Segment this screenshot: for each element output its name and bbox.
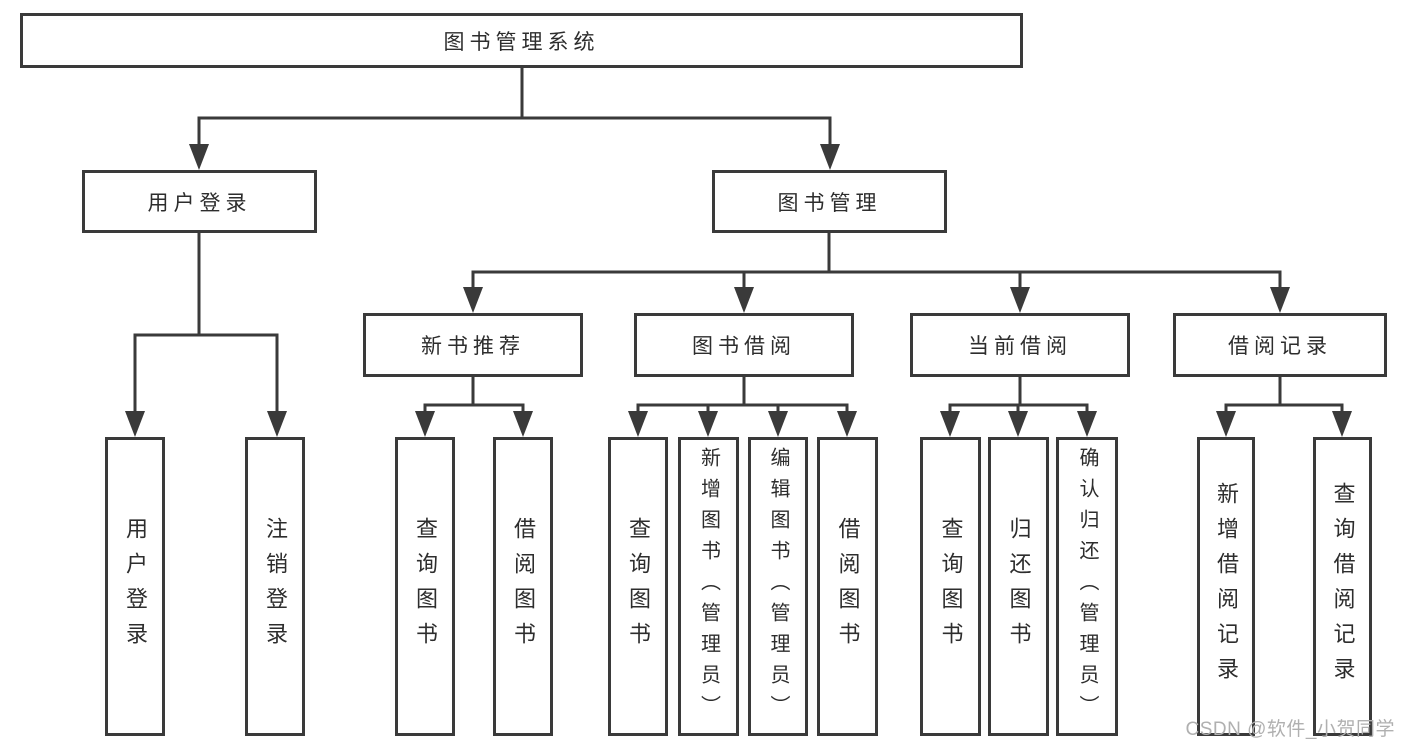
arrowhead-icon <box>1270 287 1290 313</box>
node-user-login-label: 用户登录 <box>147 191 252 215</box>
node-leaf-add-borrow-record: 新增借阅记录 <box>1197 437 1255 736</box>
arrowhead-icon <box>463 287 483 313</box>
node-leaf-user-login: 用户登录 <box>105 437 165 736</box>
node-leaf-return-book-label: 归还图书 <box>1006 516 1032 657</box>
node-book-borrow: 图书借阅 <box>634 313 854 377</box>
arrowhead-icon <box>1010 287 1030 313</box>
node-new-book-recommend-label: 新书推荐 <box>421 335 525 358</box>
node-leaf-query-book-borrow-label: 查询图书 <box>626 516 651 657</box>
arrowhead-icon <box>1008 411 1028 437</box>
arrowhead-icon <box>1216 411 1236 437</box>
arrowhead-icon <box>125 411 145 437</box>
connector-book-borrow-to-leaves <box>636 377 849 416</box>
connector-root-to-level2 <box>197 67 832 150</box>
arrowhead-icon <box>513 411 533 437</box>
node-leaf-confirm-return-admin-label: 确认归还（管理员） <box>1076 447 1098 726</box>
arrowhead-icon <box>940 411 960 437</box>
node-book-borrow-label: 图书借阅 <box>692 335 796 358</box>
node-leaf-borrow-book: 借阅图书 <box>817 437 878 736</box>
node-leaf-query-book-current: 查询图书 <box>920 437 981 736</box>
arrowhead-icon <box>734 287 754 313</box>
node-root-label: 图书管理系统 <box>443 30 600 54</box>
node-leaf-edit-book-admin: 编辑图书（管理员） <box>748 437 808 736</box>
arrowhead-icon <box>1332 411 1352 437</box>
node-leaf-query-borrow-record-label: 查询借阅记录 <box>1330 481 1356 692</box>
node-leaf-query-book-recommend-label: 查询图书 <box>413 516 438 657</box>
node-leaf-query-book-recommend: 查询图书 <box>395 437 455 736</box>
node-leaf-query-book-borrow: 查询图书 <box>608 437 668 736</box>
node-leaf-borrow-book-label: 借阅图书 <box>835 516 861 657</box>
node-leaf-add-borrow-record-label: 新增借阅记录 <box>1214 481 1239 692</box>
arrowhead-icon <box>1077 411 1097 437</box>
node-borrow-records: 借阅记录 <box>1173 313 1387 377</box>
arrowhead-icon <box>698 411 718 437</box>
connector-book-management-to-level3 <box>471 233 1282 292</box>
connector-user-login-to-leaves <box>133 233 279 416</box>
arrowhead-icon <box>267 411 287 437</box>
node-leaf-add-book-admin: 新增图书（管理员） <box>678 437 739 736</box>
arrowhead-icon <box>628 411 648 437</box>
csdn-watermark: CSDN @软件_小贺同学 <box>1185 719 1395 740</box>
node-leaf-query-book-current-label: 查询图书 <box>938 516 964 657</box>
node-root: 图书管理系统 <box>20 13 1023 68</box>
node-new-book-recommend: 新书推荐 <box>363 313 583 377</box>
node-leaf-borrow-book-recommend: 借阅图书 <box>493 437 553 736</box>
node-book-management: 图书管理 <box>712 170 947 233</box>
node-user-login: 用户登录 <box>82 170 317 233</box>
node-leaf-edit-book-admin-label: 编辑图书（管理员） <box>767 447 789 726</box>
arrowhead-icon <box>768 411 788 437</box>
arrowhead-icon <box>415 411 435 437</box>
node-leaf-return-book: 归还图书 <box>988 437 1049 736</box>
node-leaf-query-borrow-record: 查询借阅记录 <box>1313 437 1372 736</box>
connector-current-borrow-to-leaves <box>948 377 1089 416</box>
connector-borrow-records-to-leaves <box>1224 377 1344 416</box>
node-current-borrow-label: 当前借阅 <box>968 335 1072 358</box>
node-book-management-label: 图书管理 <box>777 191 882 215</box>
node-leaf-user-login-label: 用户登录 <box>123 516 148 657</box>
node-leaf-borrow-book-recommend-label: 借阅图书 <box>511 516 536 657</box>
node-leaf-logout-login: 注销登录 <box>245 437 305 736</box>
node-leaf-logout-login-label: 注销登录 <box>263 516 288 657</box>
arrowhead-icon <box>837 411 857 437</box>
node-current-borrow: 当前借阅 <box>910 313 1130 377</box>
node-leaf-add-book-admin-label: 新增图书（管理员） <box>697 447 720 726</box>
node-borrow-records-label: 借阅记录 <box>1228 335 1332 358</box>
connector-new-book-recommend-to-leaves <box>423 377 525 416</box>
node-leaf-confirm-return-admin: 确认归还（管理员） <box>1056 437 1118 736</box>
arrowhead-icon <box>820 144 840 170</box>
arrowhead-icon <box>189 144 209 170</box>
